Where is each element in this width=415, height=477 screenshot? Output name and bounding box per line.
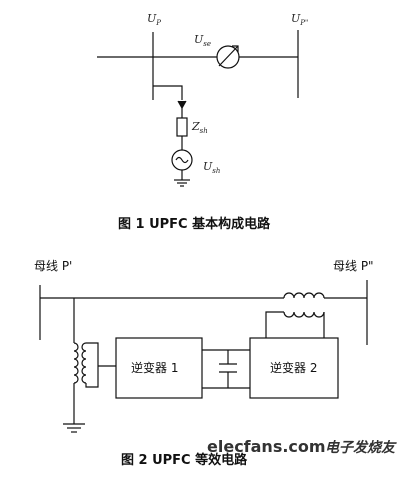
series-source-arrow — [218, 45, 239, 67]
watermark-site-cn: 电子发烧友 — [325, 439, 397, 456]
figure2-caption: 图 2 UPFC 等效电路 — [121, 452, 248, 468]
watermark-site: elecfans.com — [207, 437, 326, 456]
shunt-arrowhead — [177, 100, 187, 110]
bus-right-label: 母线 P" — [333, 259, 374, 273]
series-transformer-secondary — [283, 311, 325, 318]
ac-symbol — [175, 156, 189, 164]
label-use: Use — [194, 33, 211, 48]
series-source-arrowhead — [232, 45, 239, 52]
label-upp: UP" — [291, 12, 308, 27]
shunt-branch-line — [153, 85, 183, 100]
shunt-secondary-leads — [85, 342, 99, 388]
inverter1-box — [115, 337, 203, 399]
shunt-transformer-primary — [73, 342, 79, 384]
series-secondary-leads — [265, 311, 284, 338]
inverter2-label: 逆变器 2 — [270, 360, 317, 375]
label-ush: Ush — [203, 160, 220, 175]
inverter2-box — [249, 337, 339, 399]
shunt-transformer-secondary — [81, 342, 87, 384]
label-zsh: Zsh — [191, 120, 208, 135]
zsh-impedance — [176, 117, 188, 137]
bus-left-label: 母线 P' — [34, 259, 72, 273]
label-up: UP — [147, 12, 161, 27]
series-transformer-primary — [283, 292, 325, 299]
figure1-caption: 图 1 UPFC 基本构成电路 — [118, 216, 271, 232]
inverter1-label: 逆变器 1 — [131, 360, 178, 375]
